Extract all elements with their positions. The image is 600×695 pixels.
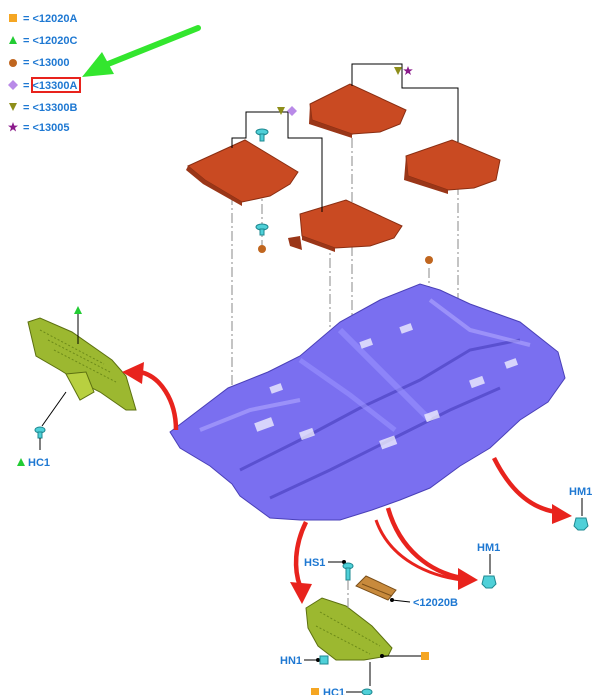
green-pointer-arrow bbox=[82, 25, 201, 77]
legend-item-12020c[interactable]: = <12020C bbox=[9, 35, 77, 47]
legend-item-13300a[interactable]: = <13300A bbox=[8, 77, 81, 93]
callout-12020b-group: <12020B bbox=[390, 597, 458, 609]
legend-item-13000[interactable]: = <13000 bbox=[9, 57, 70, 69]
red-arrows-center bbox=[374, 507, 478, 590]
push-pin-icon bbox=[361, 688, 373, 695]
legend-item-12020a[interactable]: = <12020A bbox=[9, 13, 77, 25]
insulator-left-leader: HC1 bbox=[17, 306, 82, 469]
callout-hm1-right[interactable]: HM1 bbox=[569, 486, 592, 498]
callout-hn1[interactable]: HN1 bbox=[280, 655, 302, 667]
orange-square-icon bbox=[9, 14, 17, 22]
callout-12020b[interactable]: <12020B bbox=[413, 597, 458, 609]
olive-triangle-down-icon bbox=[277, 107, 285, 115]
red-arrow-right bbox=[491, 456, 572, 524]
clip-icon bbox=[573, 517, 589, 531]
screw-icon bbox=[342, 562, 354, 581]
insulator-left[interactable] bbox=[27, 317, 137, 411]
orange-square-icon bbox=[421, 652, 429, 660]
mat-group-symbols-left bbox=[277, 106, 297, 116]
mat-group-symbols-right bbox=[394, 66, 413, 75]
callout-hc1-bottom[interactable]: HC1 bbox=[323, 687, 345, 695]
insulator-bottom[interactable] bbox=[305, 597, 393, 661]
bracket-12020b[interactable] bbox=[355, 575, 397, 601]
floor-mat-right-front[interactable] bbox=[309, 83, 407, 138]
push-pin-icon bbox=[34, 426, 46, 439]
highlight-box bbox=[31, 77, 81, 93]
brown-circle-icon bbox=[9, 59, 17, 67]
mat-retainer-top bbox=[255, 128, 269, 142]
olive-triangle-down-icon bbox=[9, 103, 17, 111]
green-triangle-icon bbox=[9, 36, 17, 44]
orange-square-icon bbox=[311, 688, 319, 695]
purple-diamond-icon bbox=[8, 80, 18, 90]
legend-label: = <13300A bbox=[23, 80, 77, 92]
callout-hm1-right-group: HM1 bbox=[569, 486, 592, 531]
legend-label: = <12020A bbox=[23, 13, 77, 25]
callout-hs1-group: HS1 bbox=[304, 557, 354, 610]
red-arrow-bottom bbox=[290, 520, 312, 604]
floor-mat-left-front[interactable] bbox=[186, 139, 299, 206]
mat-leader-lines bbox=[231, 63, 459, 212]
callout-hn1-group: HN1 bbox=[280, 655, 329, 667]
green-triangle-icon bbox=[17, 458, 25, 466]
olive-triangle-down-icon bbox=[394, 67, 402, 75]
callout-hm1-center-group: HM1 bbox=[477, 542, 500, 589]
legend-label: = <12020C bbox=[23, 35, 77, 47]
floor-mat-right-rear[interactable] bbox=[404, 139, 501, 194]
brown-circle-icon bbox=[425, 256, 433, 264]
purple-star-icon bbox=[403, 66, 413, 75]
insulator-bottom-leader bbox=[369, 652, 429, 686]
green-triangle-icon bbox=[74, 306, 82, 314]
red-arrow-left bbox=[122, 362, 179, 431]
mat-retainer-bottom bbox=[255, 223, 269, 253]
legend-item-13300b[interactable]: = <13300B bbox=[9, 102, 77, 114]
nut-icon bbox=[319, 655, 329, 665]
purple-diamond-icon bbox=[287, 106, 297, 116]
legend-item-13005[interactable]: = <13005 bbox=[8, 122, 70, 134]
callout-hs1[interactable]: HS1 bbox=[304, 557, 325, 569]
floor-carpet[interactable] bbox=[169, 283, 566, 521]
floor-mat-left-rear[interactable] bbox=[288, 199, 403, 252]
purple-star-icon bbox=[8, 122, 18, 132]
callout-hc1-bottom-group: HC1 bbox=[311, 687, 373, 695]
callout-hc1-left[interactable]: HC1 bbox=[28, 457, 50, 469]
carpet-symbol-13000 bbox=[425, 256, 433, 264]
legend-label: = <13300B bbox=[23, 102, 77, 114]
legend-label: = <13005 bbox=[23, 122, 70, 134]
legend-label: = <13000 bbox=[23, 57, 70, 69]
clip-icon bbox=[481, 575, 497, 589]
legend: = <12020A = <12020C = <13000 = <13300A =… bbox=[8, 13, 81, 134]
callout-hm1-center[interactable]: HM1 bbox=[477, 542, 500, 554]
brown-circle-icon bbox=[258, 245, 266, 253]
